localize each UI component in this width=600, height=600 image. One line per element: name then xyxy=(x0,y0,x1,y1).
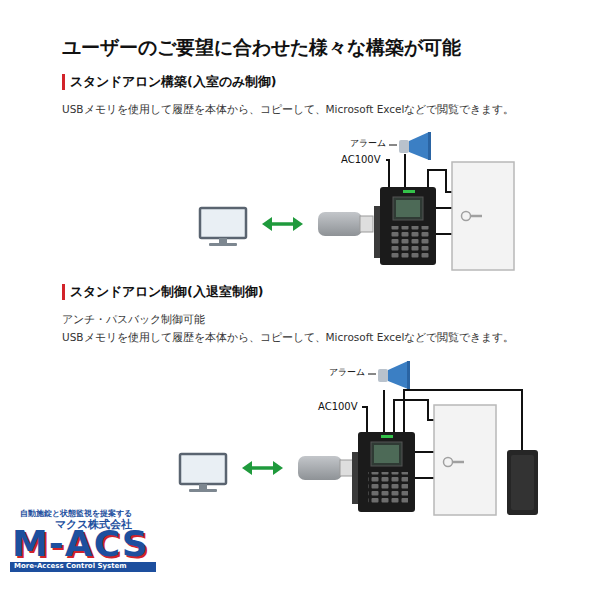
logo-subtitle: More-Access Control System xyxy=(14,562,127,570)
section-heading: スタンドアロン制御(入退室制御) xyxy=(70,284,263,299)
heading-bar xyxy=(62,74,65,90)
page-title: ユーザーのご要望に合わせた様々な構築が可能 xyxy=(62,36,461,59)
transfer-arrow xyxy=(242,461,283,475)
door xyxy=(452,162,514,270)
door xyxy=(434,405,496,515)
logo-graphic xyxy=(10,562,156,572)
alarm-speaker xyxy=(378,361,410,389)
description: USBメモリを使用して履歴を本体から、コピーして、Microsoft Excel… xyxy=(62,103,515,116)
callout-label: AC100V xyxy=(318,401,358,413)
usb-stick xyxy=(298,456,353,480)
section-heading: スタンドアロン構築(入室のみ制御) xyxy=(70,74,276,89)
controller-device xyxy=(352,432,415,512)
heading-bar xyxy=(62,284,65,300)
logo-mark: M-ACS xyxy=(12,526,149,562)
card-reader xyxy=(507,450,538,515)
description: USBメモリを使用して履歴を本体から、コピーして、Microsoft Excel… xyxy=(62,331,515,344)
controller-device xyxy=(374,187,436,265)
transfer-arrow xyxy=(262,217,303,231)
description: アンチ・パスバック制御可能 xyxy=(62,313,205,326)
monitor-icon xyxy=(200,208,246,246)
usb-stick xyxy=(318,212,373,236)
alarm-speaker xyxy=(399,132,431,160)
callout-label: アラーム xyxy=(329,367,365,378)
monitor-icon xyxy=(180,454,226,492)
callout-label: AC100V xyxy=(341,154,381,166)
callout-label: アラーム xyxy=(350,138,386,149)
logo-tagline: 自動施錠と状態監視を提案する xyxy=(20,509,132,519)
